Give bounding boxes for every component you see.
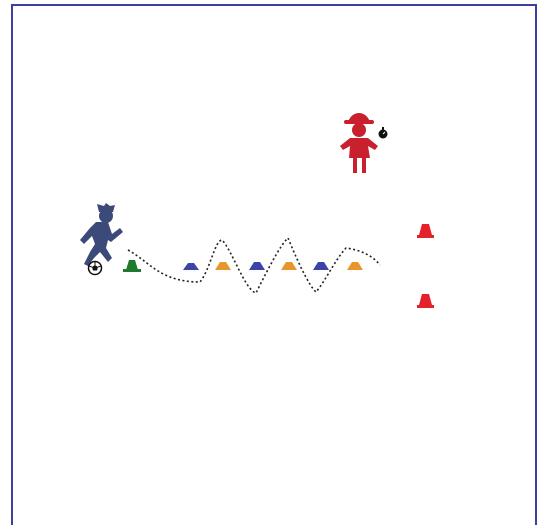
soccer-ball-icon	[89, 262, 102, 275]
